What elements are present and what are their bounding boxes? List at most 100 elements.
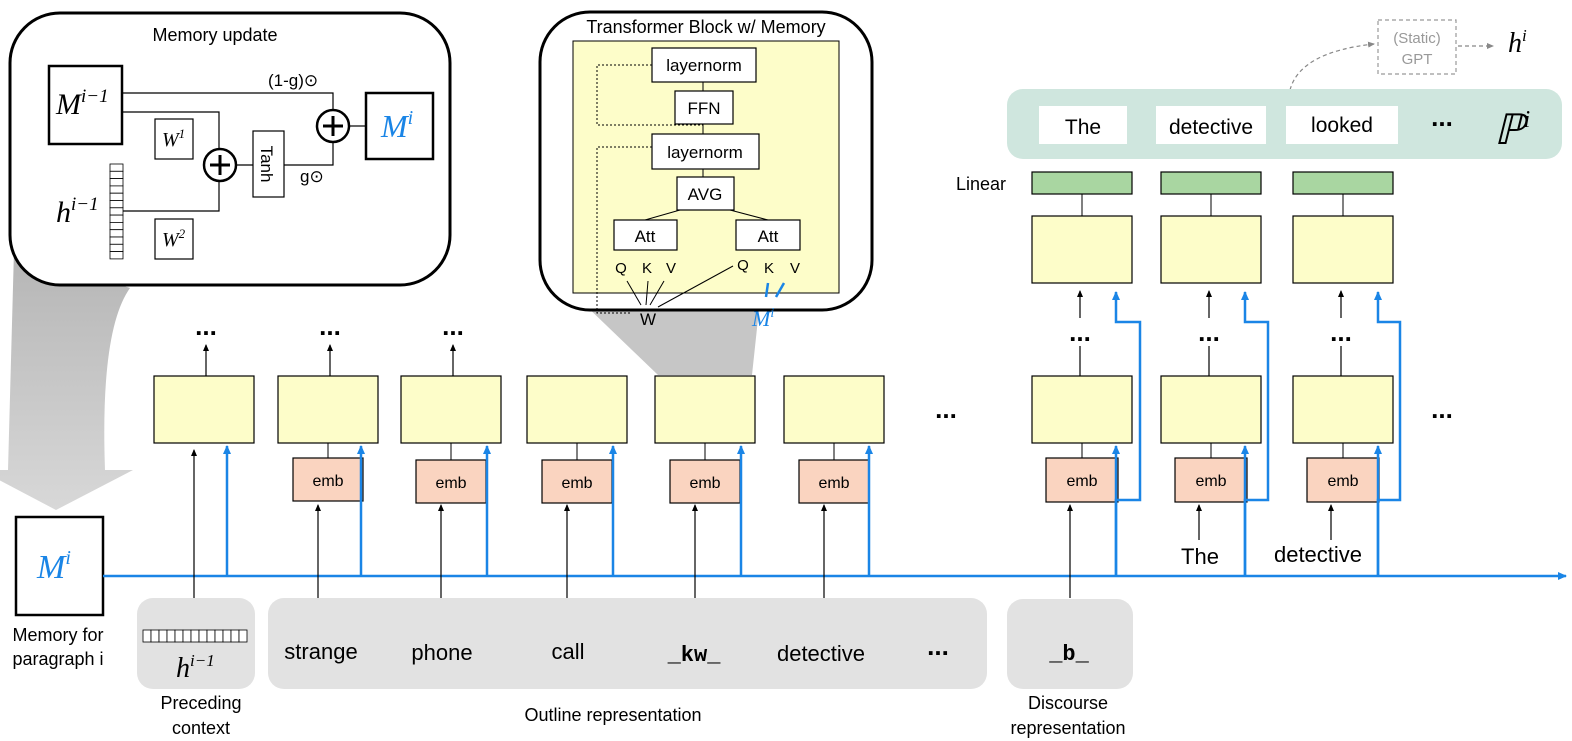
linear-box-2	[1160, 171, 1262, 195]
block-line-avg-right	[729, 209, 769, 221]
decoder-upper-block-1	[1031, 215, 1133, 284]
emb-box-2	[292, 457, 364, 502]
h-vector-cell	[109, 200, 124, 209]
tanh-to-gate-line	[284, 142, 334, 166]
decoder-input-the: The	[1181, 544, 1219, 569]
outline-word-strange: strange	[284, 639, 357, 664]
top-ellipsis-3: ...	[442, 311, 464, 341]
h-vector-cell	[109, 207, 124, 216]
probability-symbol: ℙi	[1494, 107, 1530, 154]
preceding-label-1: Preceding	[160, 693, 241, 713]
input-h-prev-label: hi−1	[176, 651, 215, 684]
encoder-block-1	[153, 375, 255, 444]
h-vector-cell	[109, 236, 124, 245]
outline-label: Outline representation	[524, 705, 701, 725]
emb-label-4: emb	[561, 475, 592, 492]
discourse-label-2: representation	[1010, 718, 1125, 738]
linear-box-1	[1031, 171, 1133, 195]
h-vector-cell	[109, 243, 124, 253]
layernorm-bottom-box	[651, 133, 760, 170]
outline-word-kw: _kw_	[667, 643, 722, 668]
decoder-upper-block-2	[1160, 215, 1262, 284]
decoder-lower-block-1	[1031, 375, 1133, 444]
h-vector-cell	[150, 629, 160, 643]
static-gpt-box	[1377, 19, 1457, 75]
static-gpt-label-1: (Static)	[1393, 30, 1441, 47]
ffn-label: FFN	[687, 99, 720, 118]
top-ellipsis-1: ...	[195, 311, 217, 341]
h-prev-label: hi−1	[56, 194, 99, 229]
output-token-2: detective	[1169, 116, 1253, 139]
outline-ellipsis: ...	[927, 631, 949, 661]
ffn-box	[674, 90, 734, 125]
output-token-3: looked	[1311, 114, 1373, 137]
callout-funnel-left	[0, 250, 133, 510]
w1-box	[154, 118, 194, 160]
preceding-context-band	[137, 598, 255, 689]
h-vector-cell	[158, 629, 168, 643]
h-vector-cell	[166, 629, 176, 643]
outline-word-detective: detective	[777, 641, 865, 666]
discourse-label-1: Discourse	[1028, 693, 1108, 713]
encoder-block-4	[526, 375, 628, 444]
w2-label: W2	[162, 226, 186, 251]
discourse-band	[1007, 599, 1133, 689]
layernorm-bottom-label: layernorm	[667, 143, 743, 162]
decoder-emb-box-2	[1174, 457, 1248, 503]
h-vector-cell	[238, 629, 248, 643]
residual-bottom-dotted	[596, 146, 652, 314]
memory-kv-label: Mi	[751, 306, 774, 331]
layernorm-top-box	[651, 47, 757, 83]
layernorm-top-label: layernorm	[666, 56, 742, 75]
h-vector-cell	[206, 629, 216, 643]
g-gate-label: g⊙	[300, 167, 324, 186]
outline-word-call: call	[551, 639, 584, 664]
h-vector-cell	[109, 221, 124, 231]
memory-box	[14, 515, 105, 617]
output-token-box-1	[1039, 106, 1127, 144]
decoder-emb-label-3: emb	[1327, 473, 1358, 490]
h-prev-horizontal-vector-icon	[142, 629, 248, 643]
w-label: W	[640, 310, 656, 329]
m-prev-to-sum-line	[122, 111, 220, 149]
outline-band	[268, 598, 987, 689]
transformer-block-title: Transformer Block w/ Memory	[586, 17, 825, 37]
h-vector-cell	[109, 214, 124, 223]
w-to-qkv-lines	[626, 265, 734, 308]
right-ellipsis: ...	[1431, 394, 1453, 424]
h-vector-cell	[230, 629, 240, 643]
avg-box	[676, 176, 735, 211]
v-left-label: V	[666, 260, 676, 277]
m-prev-box	[47, 64, 124, 146]
h-vector-cell	[214, 629, 224, 643]
decoder-emb-box-3	[1306, 457, 1380, 503]
h-vector-cell	[190, 629, 200, 643]
h-output-label: hi	[1508, 26, 1527, 59]
qkv-left-labels: Q K V	[615, 260, 676, 277]
h-vector-cell	[198, 629, 208, 643]
emb-label-2: emb	[312, 473, 343, 490]
output-band	[1007, 89, 1562, 159]
memory-to-kv-lines	[764, 282, 786, 298]
decoder-memory-route-3	[1374, 291, 1402, 576]
linear-box-3	[1292, 171, 1394, 195]
middle-ellipsis: ...	[935, 394, 957, 424]
memory-caption-2: paragraph i	[12, 649, 103, 669]
decoder-ellipsis-1: ...	[1069, 317, 1091, 347]
decoder-emb-box-1	[1045, 457, 1119, 503]
emb-box-4	[541, 459, 613, 504]
qkv-right-labels: Q K V	[737, 257, 800, 277]
avg-label: AVG	[688, 185, 723, 204]
emb-label-3: emb	[435, 475, 466, 492]
h-vector-cell	[174, 629, 184, 643]
residual-top-dotted	[596, 64, 703, 126]
m-prev-to-output-line	[122, 92, 334, 112]
w2-box	[154, 218, 194, 260]
emb-box-6	[798, 459, 870, 504]
att-left-label: Att	[635, 227, 656, 246]
h-vector-cell	[109, 185, 124, 194]
decoder-input-detective: detective	[1274, 542, 1362, 567]
decoder-memory-route-1	[1112, 291, 1142, 576]
memory-caption-1: Memory for	[12, 625, 103, 645]
h-vector-cell	[182, 629, 192, 643]
